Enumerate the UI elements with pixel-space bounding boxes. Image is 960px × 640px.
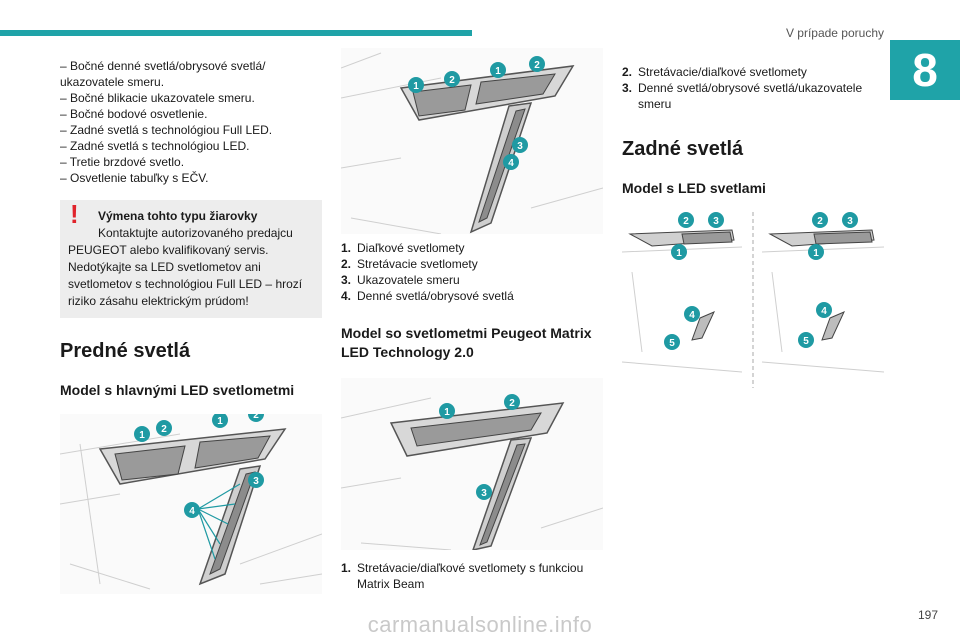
illustration-led-headlight: 1 2 1 2 3 4 [341, 48, 603, 234]
callout-2-badge [678, 212, 694, 228]
callout-4-label: 4 [508, 158, 514, 169]
warning-text: PEUGEOT alebo kvalifikovaný servis. Nedo… [68, 243, 303, 308]
list-item: – Bočné blikacie ukazovatele smeru. [60, 91, 255, 105]
callout-2-badge [812, 212, 828, 228]
illustration-rear-lights: 2 3 1 4 5 2 3 1 4 5 [621, 212, 885, 388]
callout-2-label: 2 [253, 414, 259, 421]
header-bar [0, 30, 472, 36]
callout-1-label: 1 [413, 81, 419, 92]
list-item: 3.Denné svetlá/obrysové svetlá/ukazovate… [622, 81, 863, 111]
callout-1-badge [490, 62, 506, 78]
callout-4-badge [503, 154, 519, 170]
callout-1-badge [439, 403, 455, 419]
legend-list-continued: 2.Stretávacie/diaľkové svetlomety 3.Denn… [622, 64, 884, 112]
list-item: – Osvetlenie tabuľky s EČV. [60, 171, 209, 185]
list-item: 3.Ukazovatele smeru [341, 273, 460, 287]
page-header-title: V prípade poruchy [785, 26, 884, 40]
callout-3-label: 3 [481, 488, 487, 499]
legend-list-led: 1.Diaľkové svetlomety 2.Stretávacie svet… [341, 240, 603, 304]
callout-2-label: 2 [509, 398, 515, 409]
list-item: 2.Stretávacie/diaľkové svetlomety [622, 65, 807, 79]
callout-2-badge [248, 414, 264, 422]
callout-2-badge [529, 56, 545, 72]
callout-1-label: 1 [676, 248, 682, 259]
headlight-drawing: 1 2 3 [341, 394, 603, 550]
callout-1-badge [808, 244, 824, 260]
watermark: carmanualsonline.info [367, 612, 593, 637]
callout-1-badge [212, 414, 228, 428]
list-item: 2.Stretávacie svetlomety [341, 257, 478, 271]
callout-1-badge [134, 426, 150, 442]
callout-3-label: 3 [847, 216, 853, 227]
callout-2-badge [156, 420, 172, 436]
section-title-rear: Zadné svetlá [622, 138, 744, 160]
warning-box: ! Výmena tohto typu žiarovky Kontaktujte… [60, 200, 322, 318]
headlight-drawing: 1 2 1 2 3 4 [60, 414, 322, 590]
callout-2-label: 2 [161, 424, 167, 435]
callout-3-badge [476, 484, 492, 500]
callout-3-label: 3 [713, 216, 719, 227]
warning-icon: ! [70, 199, 79, 229]
callout-4-badge [816, 302, 832, 318]
callout-badges: 1 2 1 2 3 4 [134, 414, 264, 518]
callout-1-label: 1 [495, 66, 501, 77]
list-item: 4.Denné svetlá/obrysové svetlá [341, 289, 514, 303]
callout-4-badge [184, 502, 200, 518]
callout-3-label: 3 [253, 476, 259, 487]
page-number: 197 [917, 608, 938, 622]
callout-2-label: 2 [683, 216, 689, 227]
headlight-drawing: 1 2 1 2 3 4 [341, 52, 603, 234]
callout-3-badge [248, 472, 264, 488]
subtitle-led: Model s hlavnými LED svetlometmi [60, 382, 295, 398]
callout-1-label: 1 [217, 416, 223, 427]
callout-2-badge [504, 394, 520, 410]
illustration-matrix-headlight: 1 2 3 [341, 378, 603, 550]
callout-2-label: 2 [817, 216, 823, 227]
callout-3-badge [708, 212, 724, 228]
callout-4-label: 4 [689, 310, 695, 321]
callout-1-badge [408, 77, 424, 93]
chapter-badge: 8 [890, 40, 960, 100]
callout-3-badge [842, 212, 858, 228]
callout-1-label: 1 [139, 430, 145, 441]
callout-1-label: 1 [813, 248, 819, 259]
subtitle-matrix: Model so svetlometmi Peugeot Matrix LED … [341, 325, 592, 360]
list-item: – Zadné svetlá s technológiou LED. [60, 139, 250, 153]
callout-5-label: 5 [803, 336, 809, 347]
warning-title: Výmena tohto typu žiarovky [98, 209, 258, 223]
list-item: – Bočné bodové osvetlenie. [60, 107, 208, 121]
section-title-front: Predné svetlá [60, 340, 191, 362]
callout-2-badge [444, 71, 460, 87]
list-item: – Bočné denné svetlá/obrysové svetlá/ uk… [60, 59, 266, 89]
column-2: 1 2 1 2 3 4 1.Diaľkové svetlomety 2.Stre… [341, 48, 603, 592]
callout-1-badge [671, 244, 687, 260]
list-item: – Tretie brzdové svetlo. [60, 155, 185, 169]
subtitle-rear-led: Model s LED svetlami [622, 180, 766, 196]
list-item: 1.Diaľkové svetlomety [341, 241, 465, 255]
callout-4-badge [684, 306, 700, 322]
list-item: 1.Stretávacie/diaľkové svetlomety s funk… [341, 561, 584, 591]
callout-5-badge [664, 334, 680, 350]
callout-5-badge [798, 332, 814, 348]
illustration-front-led: 1 2 1 2 3 4 [60, 414, 322, 594]
column-1: – Bočné denné svetlá/obrysové svetlá/ uk… [60, 58, 322, 594]
callout-4-label: 4 [821, 306, 827, 317]
light-list: – Bočné denné svetlá/obrysové svetlá/ uk… [60, 58, 322, 186]
callout-3-badge [512, 137, 528, 153]
column-3: 2.Stretávacie/diaľkové svetlomety 3.Denn… [621, 64, 885, 388]
callout-3-label: 3 [517, 141, 523, 152]
list-item: – Zadné svetlá s technológiou Full LED. [60, 123, 273, 137]
callout-1-label: 1 [444, 407, 450, 418]
warning-text-line1: Kontaktujte autorizovaného predajcu [98, 226, 293, 240]
callout-2-label: 2 [534, 60, 540, 71]
taillight-drawing: 2 3 1 4 5 2 3 1 4 5 [621, 212, 885, 388]
callout-5-label: 5 [669, 338, 675, 349]
callout-4-label: 4 [189, 506, 195, 517]
callout-2-label: 2 [449, 75, 455, 86]
legend-list-matrix: 1.Stretávacie/diaľkové svetlomety s funk… [341, 560, 603, 592]
